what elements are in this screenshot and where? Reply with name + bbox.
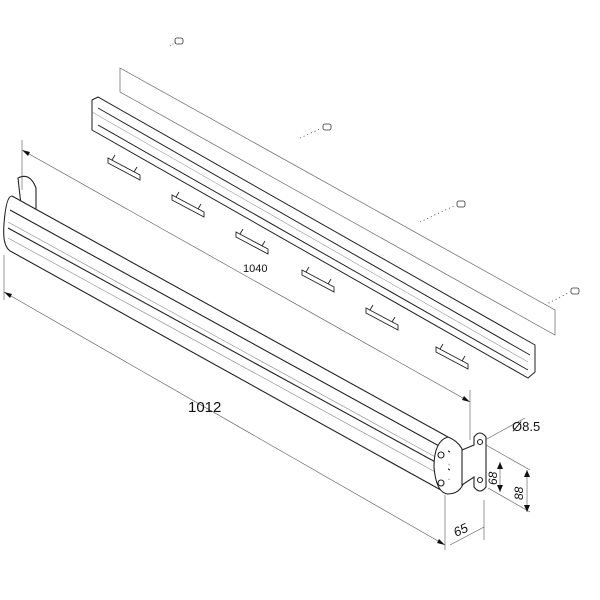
dim-1012: 1012 (188, 399, 221, 416)
dimension-arrows (4, 150, 530, 545)
dim-65: 65 (451, 520, 471, 540)
dim-68: 68 (486, 471, 500, 485)
dim-hole-diameter: Ø8.5 (512, 419, 540, 434)
front-rail (3, 175, 487, 495)
screw-icon (299, 123, 332, 139)
clip-icon (171, 191, 205, 218)
clip-icon (301, 266, 335, 293)
right-bracket (461, 432, 487, 492)
dimension-lines (3, 140, 531, 550)
screw-icon (169, 37, 184, 47)
screw-icon (419, 200, 466, 223)
back-rail (91, 96, 536, 379)
screw-icon (544, 287, 580, 306)
wall-plate (119, 67, 556, 336)
clip-icon (365, 304, 399, 331)
screws (169, 37, 580, 306)
dim-88: 88 (512, 486, 526, 500)
clips (107, 154, 469, 370)
clip-icon (235, 228, 269, 255)
clip-icon (435, 343, 469, 370)
clip-icon (107, 154, 141, 181)
dim-1040: 1040 (243, 263, 267, 275)
